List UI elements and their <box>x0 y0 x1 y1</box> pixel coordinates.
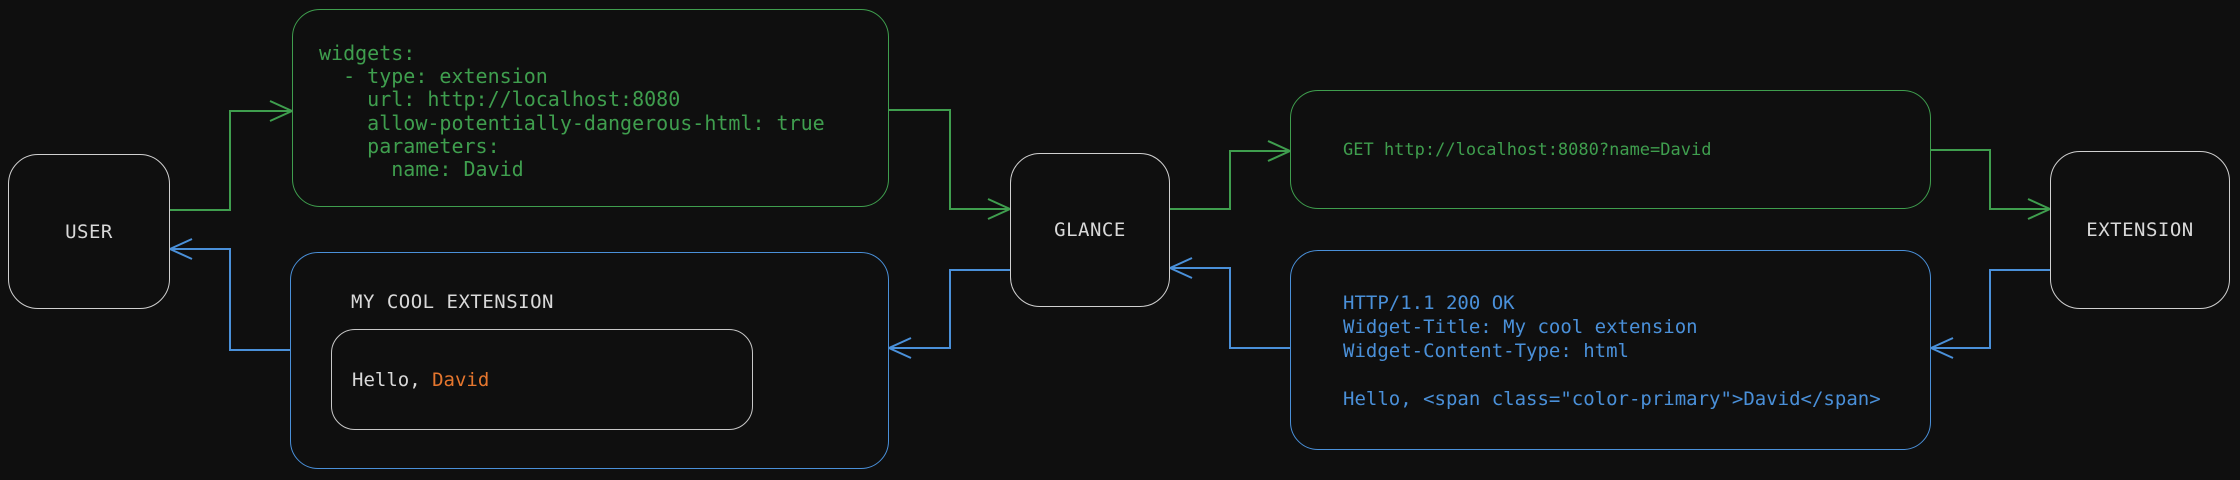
config-line: widgets: <box>319 41 416 65</box>
config-line: name: David <box>319 157 524 182</box>
flow-widget-to-user-arrow <box>167 238 290 351</box>
node-glance: GLANCE <box>1010 153 1170 307</box>
http-request-box: GET http://localhost:8080?name=David <box>1290 90 1931 209</box>
config-line: allow-potentially-dangerous-html: true <box>319 110 825 135</box>
http-response-box: HTTP/1.1 200 OK Widget-Title: My cool ex… <box>1290 250 1931 450</box>
node-user-label: USER <box>65 220 113 243</box>
node-user: USER <box>8 154 170 309</box>
config-line: - type: extension <box>319 64 548 89</box>
flow-request-to-extension-arrow <box>1931 149 2053 220</box>
response-line <box>1343 363 1881 387</box>
flow-user-to-config-arrow <box>170 100 295 211</box>
widget-content-frame: Hello, David <box>331 329 753 430</box>
config-yaml-box: widgets: - type: extension url: http://l… <box>292 9 889 207</box>
config-yaml-code: widgets: - type: extension url: http://l… <box>319 41 825 182</box>
flow-extension-to-response-arrow <box>1928 269 2050 359</box>
http-response-code: HTTP/1.1 200 OK Widget-Title: My cool ex… <box>1343 291 1881 411</box>
response-line: Widget-Title: My cool extension <box>1343 316 1698 338</box>
flow-config-to-glance-arrow <box>889 109 1013 220</box>
flow-response-to-glance-arrow <box>1167 257 1290 349</box>
greeting-prefix: Hello, <box>352 368 433 391</box>
config-line: url: http://localhost:8080 <box>319 87 681 112</box>
node-extension: EXTENSION <box>2050 151 2230 309</box>
node-extension-label: EXTENSION <box>2086 219 2194 241</box>
response-line: HTTP/1.1 200 OK <box>1343 292 1515 314</box>
flow-glance-to-widget-arrow <box>886 269 1010 359</box>
response-line: Widget-Content-Type: html <box>1343 340 1629 362</box>
greeting-name: David <box>432 368 490 391</box>
node-glance-label: GLANCE <box>1054 219 1126 241</box>
response-line: Hello, <span class="color-primary">David… <box>1343 388 1881 410</box>
widget-title: MY COOL EXTENSION <box>351 291 554 313</box>
http-request-text: GET http://localhost:8080?name=David <box>1343 139 1712 160</box>
rendered-widget-box: MY COOL EXTENSION Hello, David <box>290 252 889 469</box>
config-line: parameters: <box>319 133 500 158</box>
flow-glance-to-request-arrow <box>1170 140 1293 210</box>
